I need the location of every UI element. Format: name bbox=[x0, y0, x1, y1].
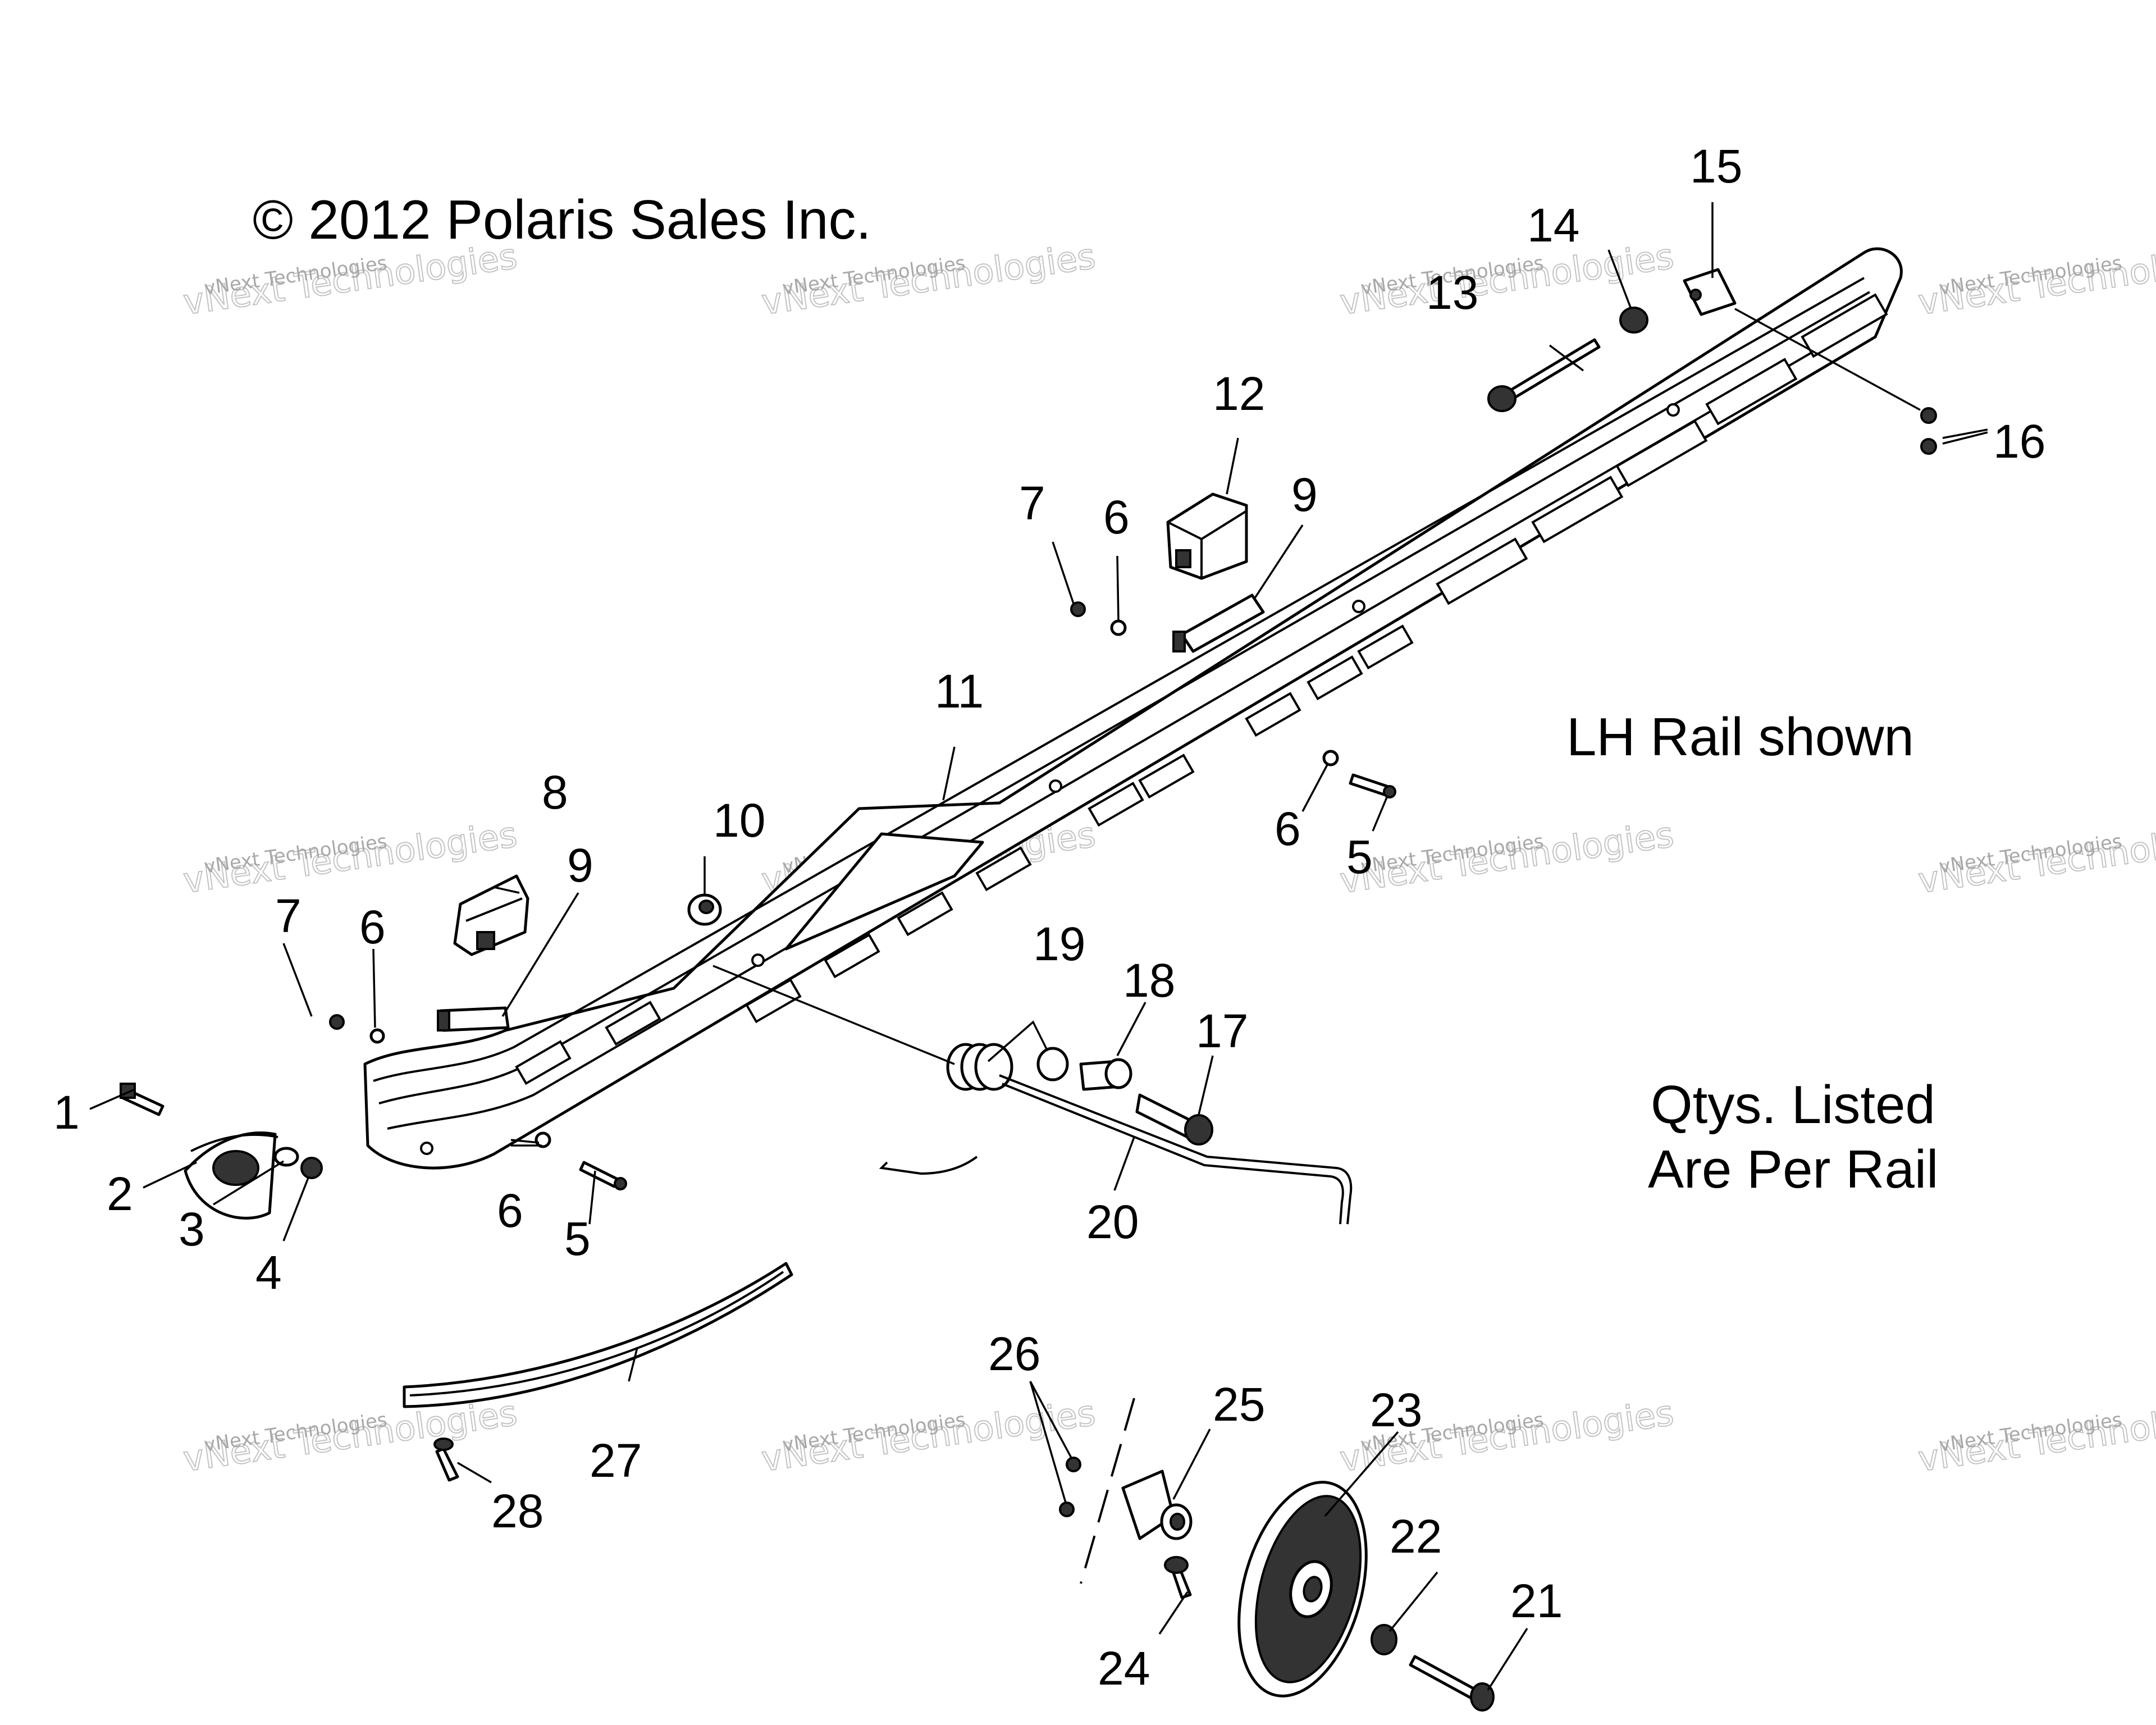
part-23-wheel bbox=[1237, 1481, 1368, 1697]
part-14-nut bbox=[1619, 307, 1648, 334]
part-18-bushing bbox=[1079, 1058, 1132, 1091]
watermark: vNext Technologies vNext Technologies bbox=[1337, 813, 1677, 902]
callout-6: 6 bbox=[497, 1184, 523, 1237]
axis-line bbox=[1080, 1398, 1135, 1584]
part-5-bolt-right-head bbox=[1383, 785, 1396, 798]
part-22-washer bbox=[1371, 1624, 1397, 1655]
part-6-washer-right bbox=[1322, 750, 1339, 766]
callouts: 1 2 3 4 5 5 6 6 6 6 7 7 8 9 9 10 11 12 1… bbox=[53, 140, 2045, 1695]
part-16-rivet bbox=[1920, 438, 1937, 455]
callout-11: 11 bbox=[935, 665, 984, 718]
watermark: vNext Technologies vNext Technologies bbox=[759, 1391, 1098, 1480]
part-4-nut bbox=[300, 1157, 323, 1179]
part-5-bolt-mid bbox=[579, 1161, 619, 1188]
part-26-screws bbox=[1059, 1457, 1081, 1517]
part-21-bolt bbox=[1409, 1655, 1495, 1712]
watermarks: vNext Technologies vNext Technologies vN… bbox=[180, 235, 2156, 1480]
lh-rail-note: LH Rail shown bbox=[1566, 707, 1914, 767]
part-25-axle-housing bbox=[1121, 1470, 1193, 1540]
qty-note-line2: Are Per Rail bbox=[1648, 1139, 1939, 1199]
callout-17: 17 bbox=[1196, 1005, 1248, 1057]
callout-21: 21 bbox=[1510, 1575, 1563, 1627]
callout-6: 6 bbox=[1103, 491, 1130, 544]
callout-13: 13 bbox=[1426, 266, 1478, 319]
part-5-bolt-mid-head bbox=[614, 1177, 627, 1190]
callout-22: 22 bbox=[1390, 1510, 1442, 1563]
callout-18: 18 bbox=[1123, 954, 1175, 1007]
part-6-washer-upper bbox=[1110, 619, 1127, 636]
callout-28: 28 bbox=[491, 1485, 543, 1537]
callout-6: 6 bbox=[1275, 802, 1301, 855]
leader-lines bbox=[89, 202, 1988, 1691]
part-13-long-bolt bbox=[1487, 338, 1601, 412]
callout-3: 3 bbox=[179, 1203, 205, 1256]
part-9-pad-lower bbox=[437, 1006, 510, 1032]
callout-8: 8 bbox=[542, 766, 568, 819]
callout-16: 16 bbox=[1993, 415, 2045, 468]
part-3-washer bbox=[273, 1147, 299, 1167]
watermark: vNext Technologies vNext Technologies bbox=[180, 813, 520, 902]
qty-note-line1: Qtys. Listed bbox=[1651, 1075, 1935, 1135]
watermark: vNext Technologies vNext Technologies bbox=[1915, 813, 2156, 902]
callout-7: 7 bbox=[275, 889, 302, 942]
part-7-nut-upper bbox=[1070, 601, 1086, 617]
callout-24: 24 bbox=[1098, 1642, 1150, 1695]
part-12-block bbox=[1166, 492, 1248, 580]
callout-27: 27 bbox=[590, 1434, 642, 1487]
callout-19: 19 bbox=[1033, 918, 1085, 970]
part-7-nut-lower bbox=[329, 1014, 345, 1030]
callout-14: 14 bbox=[1527, 199, 1579, 252]
part-10-bushing bbox=[687, 893, 722, 926]
part-28-screw bbox=[433, 1438, 459, 1482]
part-2-front-cap bbox=[184, 1131, 278, 1220]
part-24-bolt bbox=[1164, 1556, 1192, 1599]
rail-slots bbox=[515, 293, 1888, 1085]
watermark: vNext Technologies vNext Technologies bbox=[1915, 1391, 2156, 1480]
callout-5: 5 bbox=[1346, 830, 1373, 883]
callout-9: 9 bbox=[1291, 468, 1318, 521]
part-17-bushing bbox=[1135, 1093, 1213, 1146]
callout-9: 9 bbox=[567, 839, 593, 892]
callout-4: 4 bbox=[255, 1246, 282, 1299]
part-19-washer bbox=[1036, 1047, 1069, 1081]
callout-25: 25 bbox=[1213, 1378, 1265, 1431]
watermark: vNext Technologies vNext Technologies bbox=[1915, 235, 2156, 323]
callout-12: 12 bbox=[1213, 367, 1265, 420]
part-6-washer-mid bbox=[535, 1131, 551, 1148]
callout-15: 15 bbox=[1690, 140, 1742, 193]
watermark: vNext Technologies vNext Technologies bbox=[180, 1391, 520, 1480]
part-8-block bbox=[453, 874, 529, 956]
part-15-bracket bbox=[1683, 268, 1737, 316]
callout-5: 5 bbox=[564, 1212, 591, 1265]
callout-1: 1 bbox=[53, 1086, 80, 1139]
part-27-wear-strip bbox=[403, 1262, 793, 1408]
callout-23: 23 bbox=[1370, 1384, 1422, 1436]
rail-part-11 bbox=[363, 247, 1903, 1170]
callout-26: 26 bbox=[988, 1327, 1040, 1380]
callout-20: 20 bbox=[1086, 1195, 1139, 1248]
callout-2: 2 bbox=[107, 1167, 133, 1220]
part-20-spring-rod bbox=[879, 1043, 1353, 1225]
part-16-rivet bbox=[1920, 407, 1937, 424]
part-1-bolt bbox=[120, 1083, 165, 1116]
copyright-text: © 2012 Polaris Sales Inc. bbox=[253, 189, 871, 250]
callout-10: 10 bbox=[713, 794, 765, 847]
part-9-pad-upper bbox=[1172, 594, 1265, 653]
part-5-bolt-right bbox=[1349, 773, 1388, 796]
callout-6: 6 bbox=[359, 901, 386, 953]
part-6-washer-lower bbox=[369, 1028, 385, 1044]
callout-7: 7 bbox=[1019, 477, 1045, 530]
